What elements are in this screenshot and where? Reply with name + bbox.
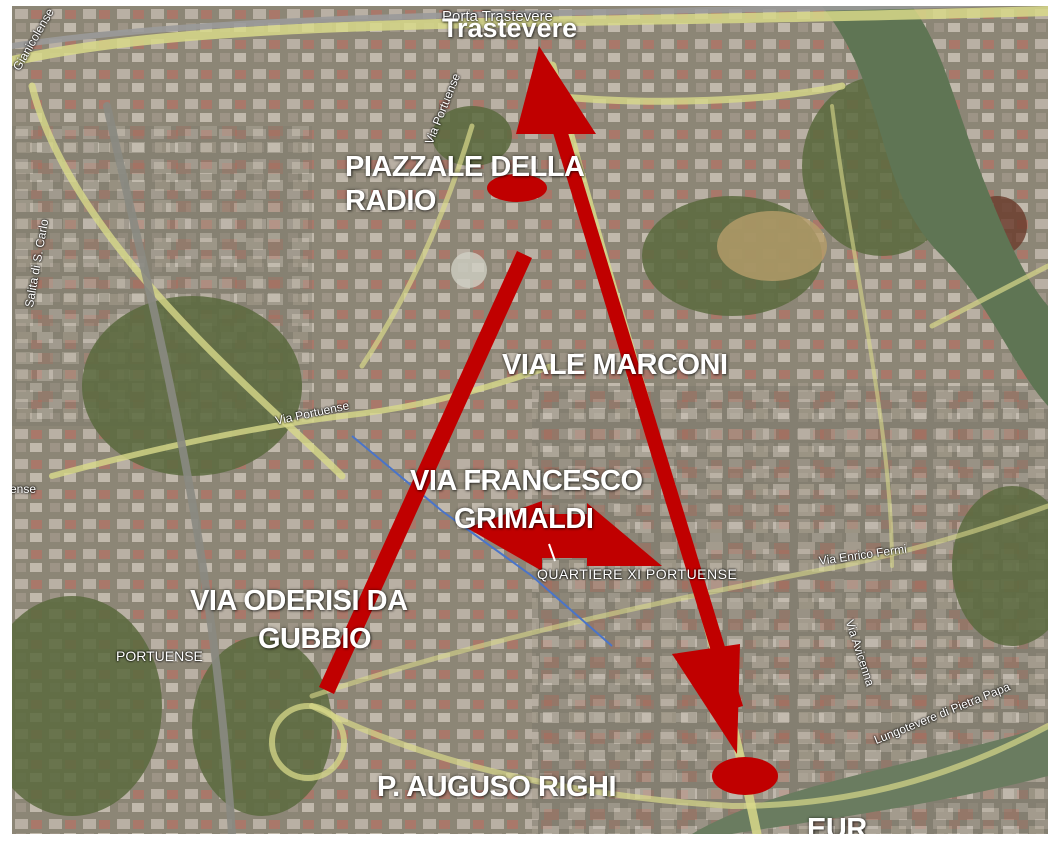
label-via-francesco-grimaldi-line1: VIA FRANCESCO — [410, 465, 643, 497]
map-label-quartiere: QUARTIERE XI PORTUENSE — [537, 566, 738, 582]
label-piazzale-della-radio-line2: RADIO — [345, 185, 436, 217]
arrow-grimaldi — [467, 501, 662, 571]
map-canvas — [12, 6, 1048, 834]
marker-piazzale-radio — [487, 174, 547, 202]
map-label-porta-trastevere: Porta Trastevere — [442, 8, 553, 25]
label-via-oderisi-da-gubbio-line1: VIA ODERISI DA — [190, 585, 408, 617]
label-eur: EUR — [807, 813, 867, 834]
blue-route-line — [351, 435, 613, 647]
map-label-portuense: PORTUENSE — [116, 648, 203, 664]
route-line-marconi — [551, 123, 743, 710]
arrow-head-righi — [672, 644, 740, 754]
route-line-oderisi — [319, 251, 532, 694]
marker-righi — [712, 757, 778, 795]
label-piazzale-della-radio-line1: PIAZZALE DELLA — [345, 151, 585, 183]
label-via-oderisi-da-gubbio-line2: GUBBIO — [258, 623, 372, 655]
arrow-head-trastevere — [516, 46, 596, 134]
route-annotations — [319, 46, 778, 795]
label-viale-marconi: VIALE MARCONI — [502, 349, 728, 381]
label-via-francesco-grimaldi-line2: GRIMALDI — [454, 503, 594, 535]
label-p-augusto-righi: P. AUGUSO RIGHI — [377, 771, 617, 803]
satellite-map[interactable]: Porta Trastevere Gianicolense Via Portue… — [12, 6, 1048, 834]
label-trastevere: Trastevere — [442, 13, 578, 43]
map-label-ense: ense — [12, 482, 37, 496]
